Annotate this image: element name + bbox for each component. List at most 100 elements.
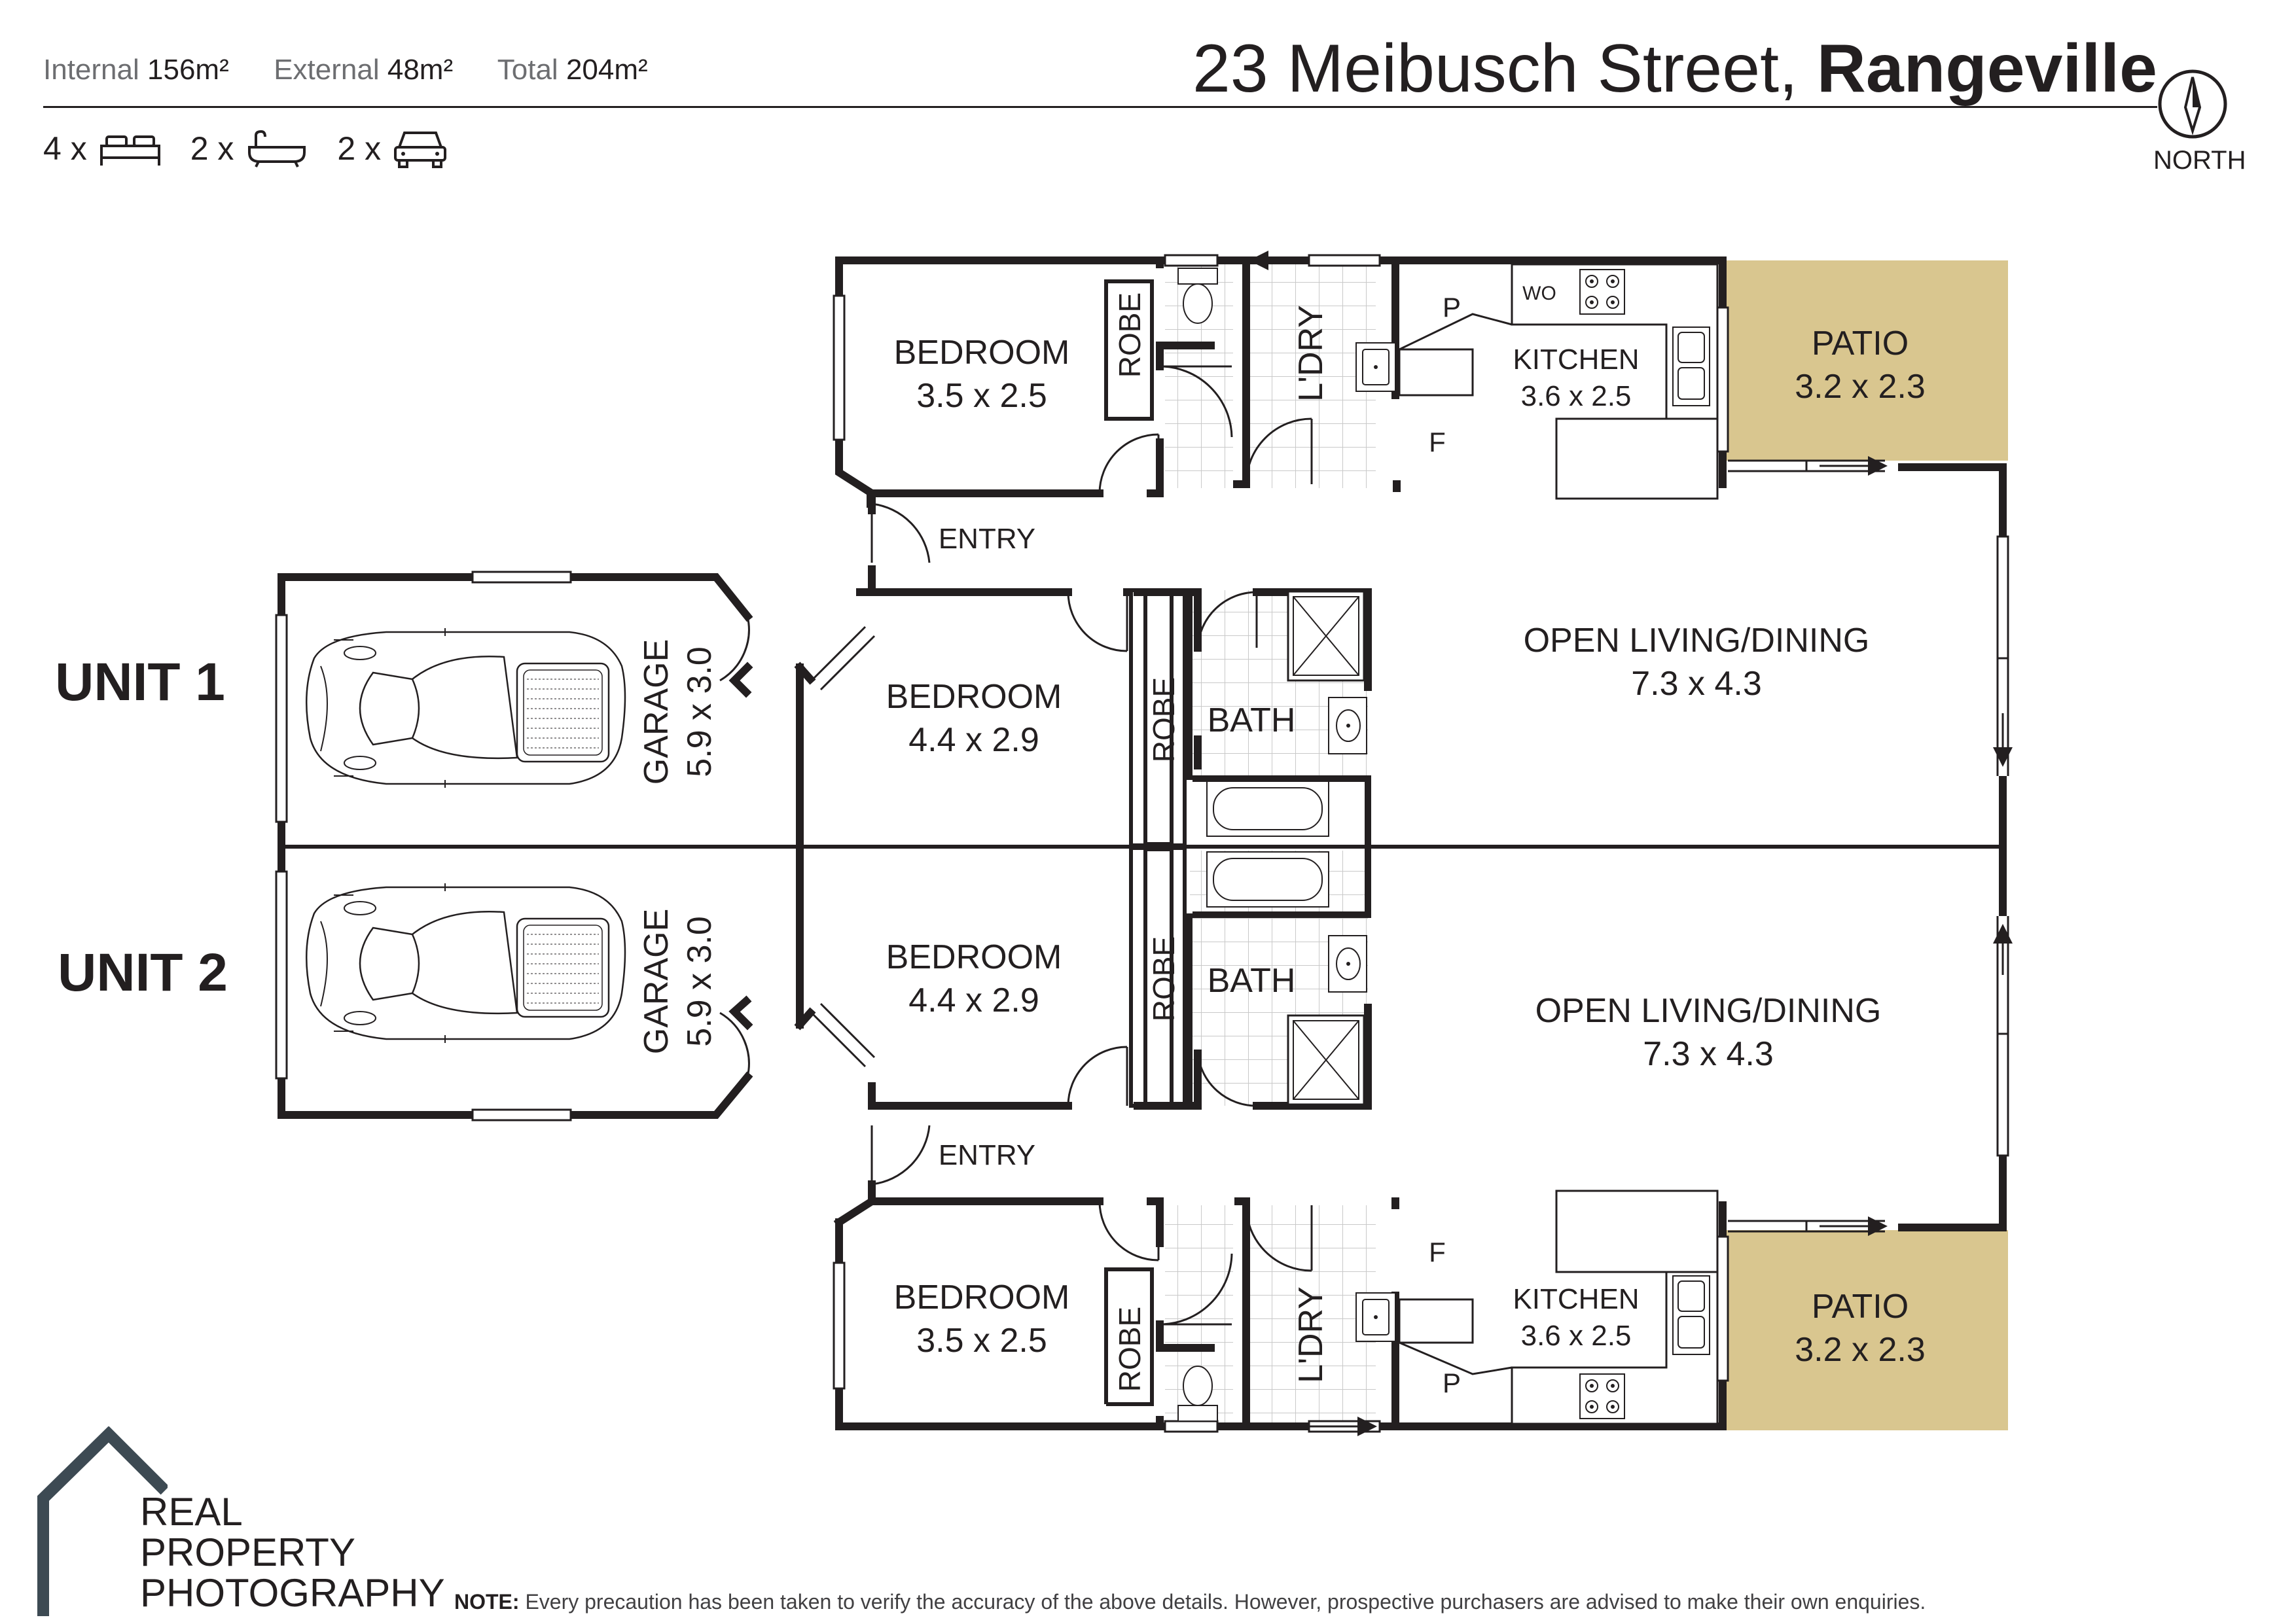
- u1-garage: GARAGE: [637, 639, 675, 785]
- u2-kitchen-benches: [1398, 1190, 1719, 1425]
- company-name-line2: PROPERTY: [140, 1530, 355, 1574]
- car-count-text: 2 x: [337, 130, 382, 167]
- u1-car-icon: [305, 627, 626, 789]
- u2-bath: BATH: [1208, 962, 1296, 1000]
- u1-patio-floor: [1727, 260, 2008, 461]
- u1-kitchen-size: 3.6 x 2.5: [1521, 380, 1632, 412]
- u2-tub-icon: [1206, 851, 1329, 908]
- u2-patio-floor: [1727, 1230, 2008, 1430]
- u2-bed-bot-size: 3.5 x 2.5: [916, 1322, 1047, 1360]
- u2-car-icon: [305, 882, 626, 1044]
- internal-value: 156m²: [147, 54, 229, 86]
- north-indicator: NORTH: [2153, 68, 2246, 175]
- u2-garage-size: 5.9 x 3.0: [681, 916, 719, 1046]
- u2-garage: GARAGE: [637, 909, 675, 1055]
- door-swings: [719, 365, 1313, 1326]
- u1-kitchen-benches: [1398, 263, 1719, 500]
- external-value: 48m²: [387, 54, 454, 86]
- u2-ldry: L'DRY: [1292, 1286, 1330, 1383]
- u1-garage-size: 5.9 x 3.0: [681, 646, 719, 777]
- bath-icon: [248, 130, 306, 168]
- u2-bath-wall-left: [1186, 913, 1193, 1106]
- north-label: NORTH: [2153, 146, 2246, 175]
- u1-pantry: P: [1443, 292, 1461, 323]
- company-name-line3: PHOTOGRAPHY: [140, 1571, 445, 1615]
- east-wall: [1898, 463, 2007, 1231]
- u1-entry: ENTRY: [939, 523, 1035, 555]
- internal-label: Internal: [43, 54, 139, 86]
- door-arrows: [1249, 251, 2013, 1436]
- u2-fridge: F: [1429, 1237, 1446, 1267]
- u1-bed-mid-name: BEDROOM: [886, 678, 1062, 716]
- bathroom-count-text: 2 x: [190, 130, 234, 167]
- u1-laundry-sink-icon: [1355, 342, 1396, 392]
- disclaimer-label: NOTE:: [454, 1590, 520, 1614]
- u2-robe-bot: ROBE: [1113, 1307, 1147, 1392]
- u1-tub-icon: [1206, 781, 1329, 837]
- u2-kitchen-size: 3.6 x 2.5: [1521, 1320, 1632, 1352]
- disclaimer-note: NOTE: Every precaution has been taken to…: [454, 1590, 1926, 1614]
- u2-laundry-sink-icon: [1355, 1292, 1396, 1342]
- u1-robe-top: ROBE: [1113, 292, 1147, 378]
- bathroom-count: 2 x: [190, 129, 309, 168]
- bed-icon: [99, 135, 160, 166]
- u2-patio-name: PATIO: [1812, 1288, 1909, 1326]
- bath-surrounds: [1193, 775, 1371, 918]
- u2-shower-icon: [1287, 1014, 1365, 1106]
- u1-patio-name: PATIO: [1812, 325, 1909, 362]
- compass-icon: [2158, 69, 2227, 139]
- u2-bed-mid-name: BEDROOM: [886, 938, 1062, 976]
- u2-bed-bot-name: BEDROOM: [894, 1279, 1070, 1316]
- u1-bed-mid-size: 4.4 x 2.9: [908, 721, 1039, 759]
- company-logo-icon: [37, 1426, 168, 1616]
- address-street: 23 Meibusch Street,: [1192, 31, 1798, 107]
- u1-basin-icon: [1328, 697, 1367, 754]
- u2-living-size: 7.3 x 4.3: [1643, 1035, 1773, 1073]
- u1-bed-top-name: BEDROOM: [894, 334, 1070, 372]
- u1-fridge: F: [1429, 427, 1446, 457]
- u1-bed-top-size: 3.5 x 2.5: [916, 377, 1047, 415]
- u2-pantry: P: [1443, 1368, 1461, 1398]
- company-name-line1: REAL: [140, 1490, 243, 1534]
- u2-basin-icon: [1328, 935, 1367, 993]
- u2-ldry-tiles: [1245, 1205, 1376, 1425]
- feature-counts: 4 x 2 x 2 x: [43, 128, 476, 169]
- u1-bath-wall-left: [1186, 590, 1193, 780]
- u1-stove-icon: [1579, 269, 1625, 315]
- car-count: 2 x: [337, 128, 448, 169]
- u2-stove-icon: [1579, 1373, 1625, 1419]
- external-label: External: [274, 54, 380, 86]
- u1-shower-icon: [1287, 590, 1365, 682]
- address-title: 23 Meibusch Street, Rangeville: [1193, 31, 2157, 106]
- u2-sink-icon: [1672, 1275, 1710, 1355]
- u2-robe-mid: ROBE: [1147, 936, 1181, 1021]
- bedroom-count-text: 4 x: [43, 130, 87, 167]
- total-label: Total: [497, 54, 558, 86]
- u1-bath: BATH: [1208, 701, 1296, 739]
- header-divider: [43, 106, 2157, 108]
- u1-living-size: 7.3 x 4.3: [1631, 665, 1761, 703]
- u2-entry: ENTRY: [939, 1139, 1035, 1171]
- u1-robe-mid: ROBE: [1147, 677, 1181, 762]
- u2-patio-size: 3.2 x 2.3: [1795, 1331, 1925, 1369]
- u1-sink-icon: [1672, 327, 1710, 406]
- u1-living-name: OPEN LIVING/DINING: [1524, 622, 1870, 660]
- u2-kitchen-name: KITCHEN: [1513, 1283, 1639, 1315]
- bedroom-count: 4 x: [43, 130, 162, 168]
- unit1-label: UNIT 1: [55, 652, 225, 712]
- u2-robe-bot-box: [1104, 1267, 1154, 1406]
- disclaimer-text: Every precaution has been taken to verif…: [525, 1590, 1926, 1614]
- u1-ldry: L'DRY: [1292, 305, 1330, 402]
- address-suburb: Rangeville: [1816, 31, 2157, 107]
- u1-patio-size: 3.2 x 2.3: [1795, 368, 1925, 406]
- total-value: 204m²: [565, 54, 648, 86]
- car-icon: [394, 132, 447, 168]
- u1-ldry-tiles: [1245, 264, 1376, 488]
- area-summary: Internal 156m² External 48m² Total 204m²: [43, 54, 648, 86]
- u1-wo: WO: [1522, 283, 1556, 304]
- unit2-label: UNIT 2: [58, 943, 228, 1002]
- u2-robe-mid-box: [1129, 846, 1187, 1108]
- u2-bed-mid-size: 4.4 x 2.9: [908, 981, 1039, 1019]
- u2-living-name: OPEN LIVING/DINING: [1535, 992, 1882, 1030]
